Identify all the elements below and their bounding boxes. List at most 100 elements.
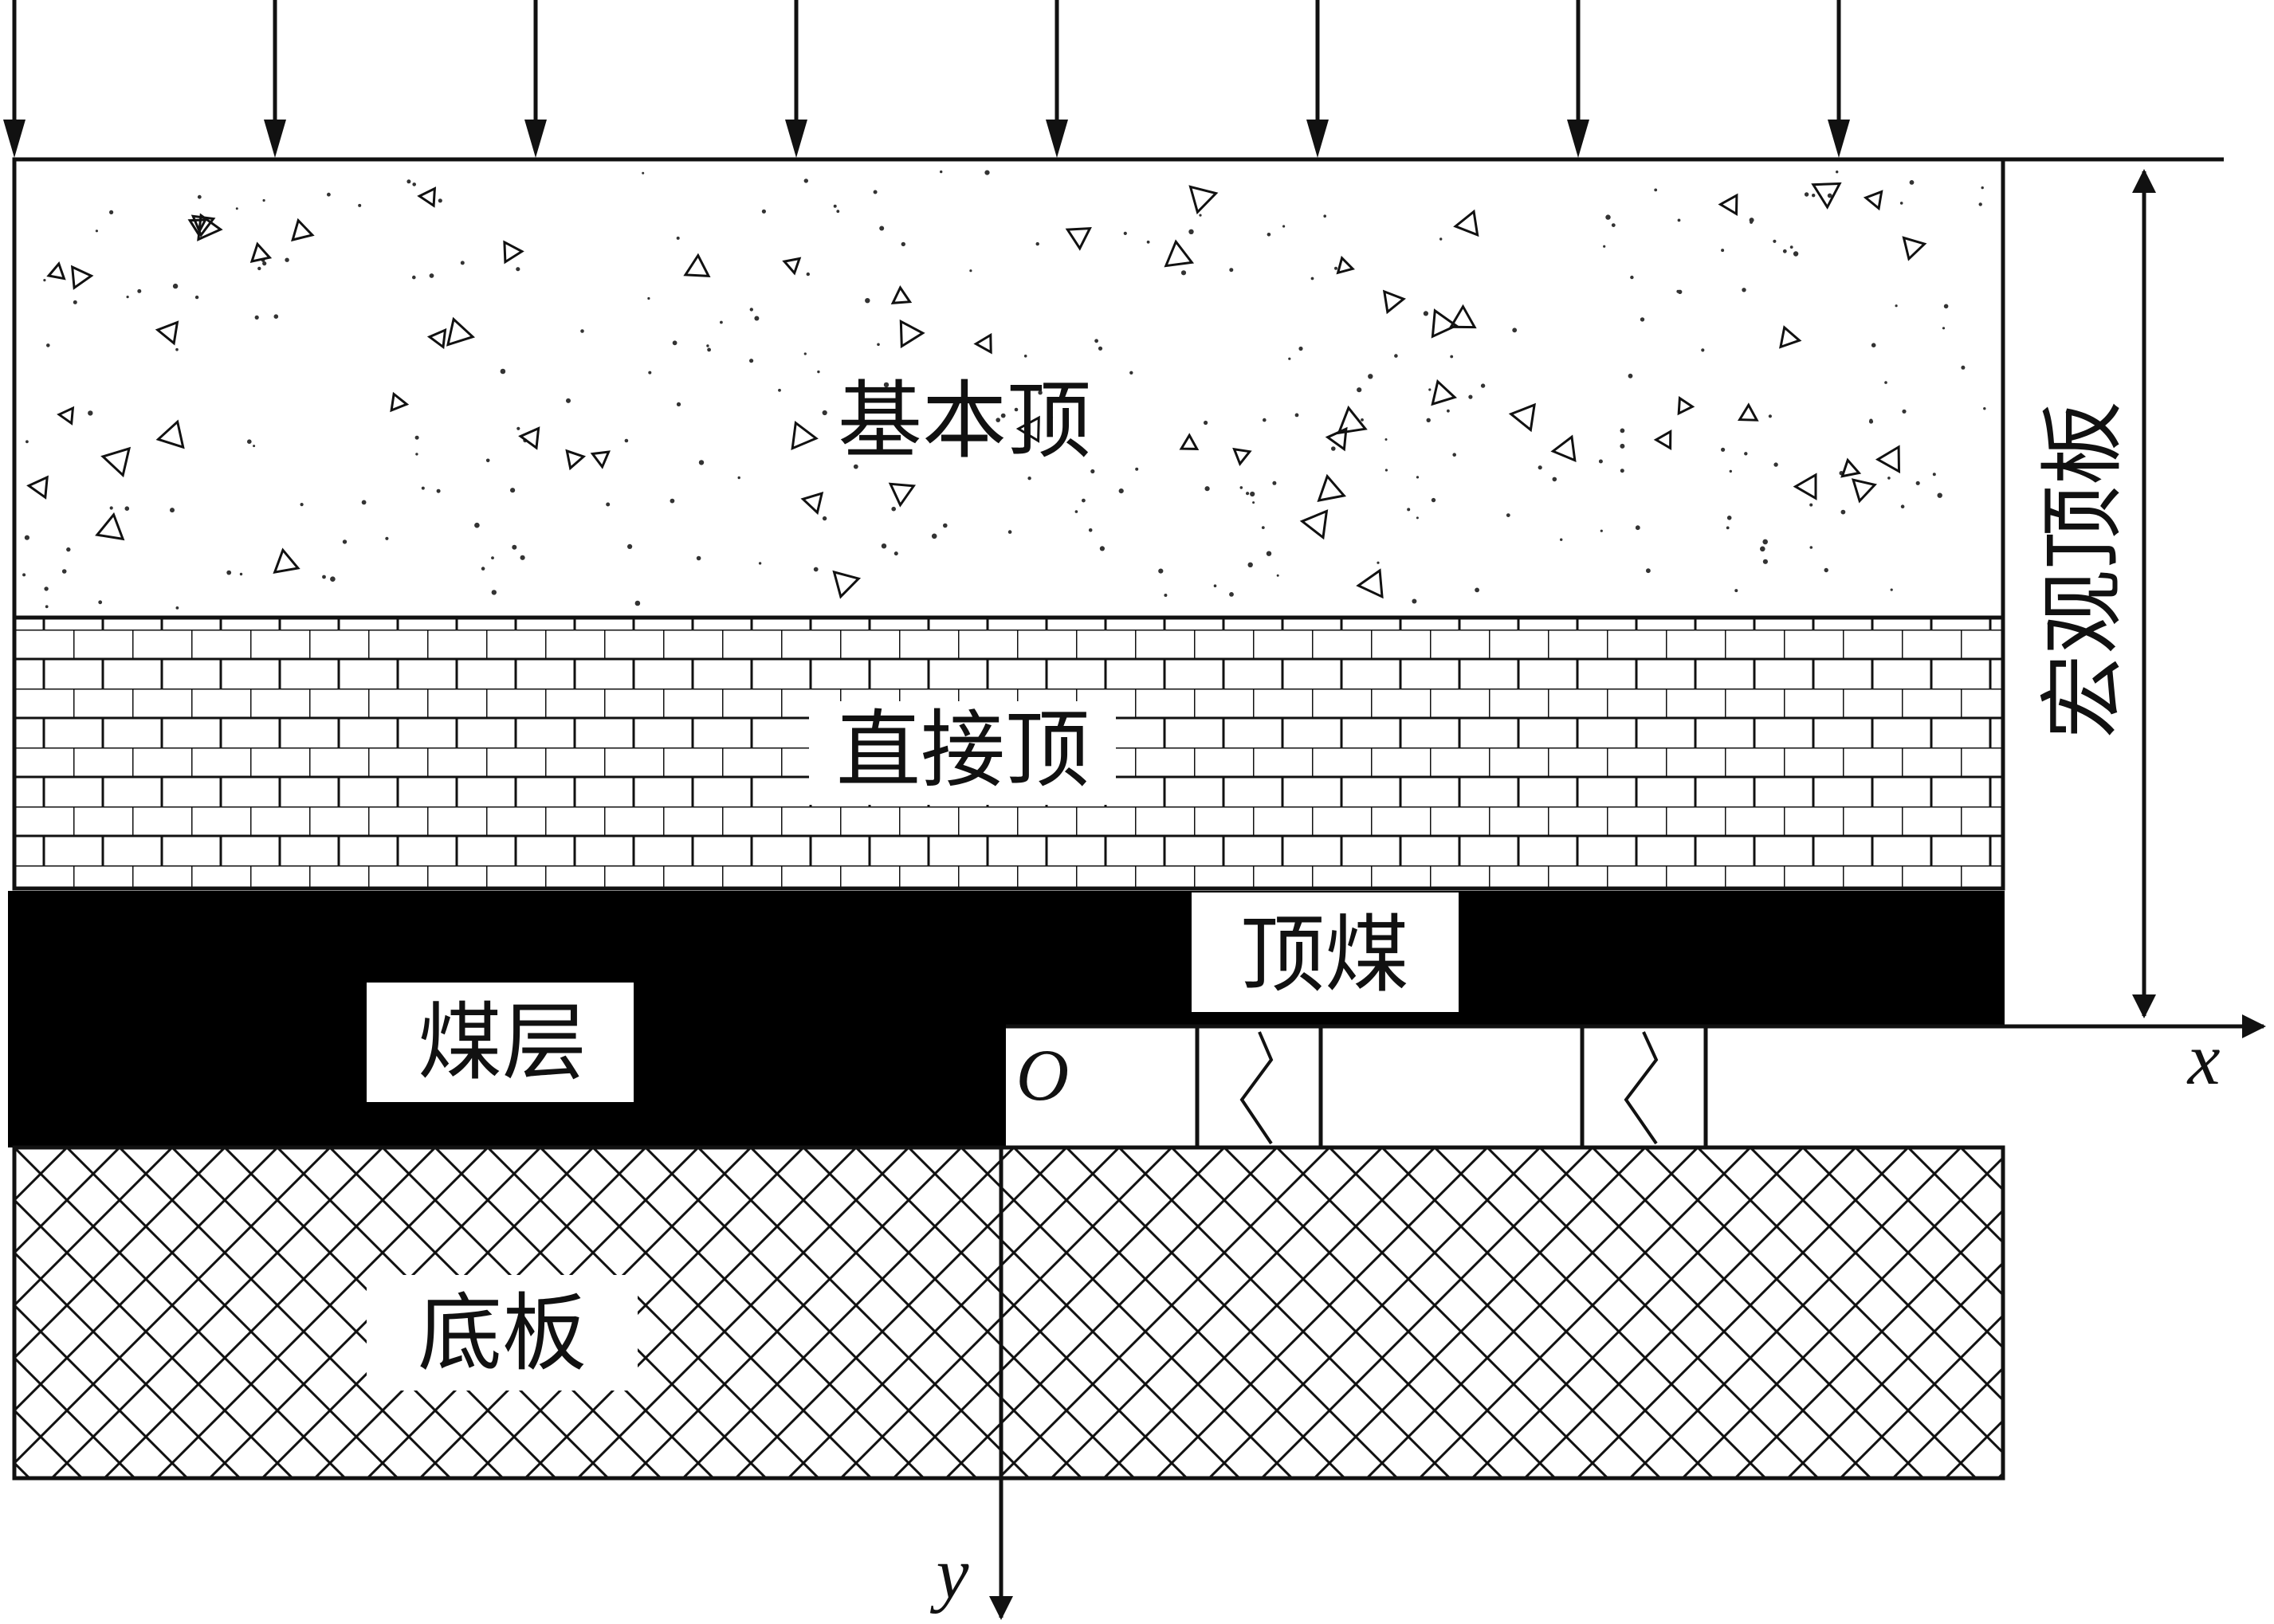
aggregate-triangle xyxy=(1550,434,1577,462)
speckle-dot xyxy=(1229,592,1234,597)
speckle-dot xyxy=(262,261,267,266)
speckle-dot xyxy=(1416,516,1419,520)
aggregate-triangle xyxy=(190,214,216,237)
speckle-dot xyxy=(438,198,442,203)
speckle-dot xyxy=(1452,453,1456,457)
speckle-dot xyxy=(512,544,517,550)
speckle-dot xyxy=(1267,233,1271,237)
speckle-dot xyxy=(1961,365,1966,370)
speckle-dot xyxy=(1412,598,1417,604)
aggregate-triangle xyxy=(1179,433,1200,450)
speckle-dot xyxy=(1158,568,1164,574)
label-immediate-roof-group: 直接顶 xyxy=(809,701,1116,805)
speckle-dot xyxy=(175,347,179,351)
speckle-dot xyxy=(754,316,760,321)
speckle-dot xyxy=(1099,546,1105,551)
aggregate-triangle xyxy=(46,261,66,280)
label-coal-seam-group: 煤层 xyxy=(367,983,634,1102)
speckle-dot xyxy=(984,170,990,175)
speckle-dot xyxy=(1760,546,1765,552)
speckle-dot xyxy=(853,464,858,469)
speckle-dot xyxy=(1027,477,1031,481)
speckle-dot xyxy=(1431,497,1436,503)
aggregate-triangle xyxy=(1317,473,1347,502)
load-arrow xyxy=(785,0,807,158)
speckle-dot xyxy=(1620,443,1625,449)
speckle-dot xyxy=(1721,249,1725,253)
speckle-dot xyxy=(1726,516,1732,520)
speckle-dot xyxy=(95,229,98,233)
speckle-dot xyxy=(1932,473,1936,477)
speckle-dot xyxy=(421,486,425,490)
speckle-dot xyxy=(520,555,525,560)
speckle-dot xyxy=(964,392,968,395)
speckle-dot xyxy=(1468,394,1473,399)
speckle-dot xyxy=(803,352,807,355)
speckle-dot xyxy=(1331,446,1336,451)
aggregate-triangle xyxy=(791,420,819,450)
load-arrow xyxy=(1567,0,1589,158)
speckle-dot xyxy=(226,570,232,575)
speckle-dot xyxy=(1394,354,1398,358)
speckle-dot xyxy=(1899,202,1903,205)
speckle-dot xyxy=(1146,240,1150,244)
speckle-dot xyxy=(1900,504,1905,508)
speckle-dot xyxy=(817,370,820,374)
speckle-dot xyxy=(940,170,943,174)
speckle-dot xyxy=(698,460,705,465)
speckle-dot xyxy=(73,300,77,304)
aggregate-triangle xyxy=(417,186,437,208)
aggregate-triangle xyxy=(1779,325,1802,349)
speckle-dot xyxy=(109,506,113,510)
speckle-dot xyxy=(676,236,680,240)
aggregate-triangle xyxy=(1793,473,1817,500)
load-arrow xyxy=(524,0,547,158)
aggregate-triangle xyxy=(590,450,611,469)
speckle-dot xyxy=(327,192,331,197)
aggregate-triangle xyxy=(26,475,49,500)
aggregate-triangle xyxy=(1232,447,1252,466)
label-top-coal: 顶煤 xyxy=(1240,906,1409,1004)
speckle-dot xyxy=(429,273,434,278)
speckle-dot xyxy=(22,573,26,577)
speckle-dot xyxy=(1902,409,1907,414)
support-prop-left xyxy=(1195,1026,1323,1147)
speckle-dot xyxy=(1204,420,1208,426)
speckle-dot xyxy=(893,419,898,425)
speckle-dot xyxy=(758,562,762,565)
speckle-dot xyxy=(737,476,740,480)
speckle-dot xyxy=(778,388,781,392)
speckle-dot xyxy=(893,551,898,556)
speckle-dot xyxy=(1229,268,1234,273)
speckle-dot xyxy=(943,523,948,528)
aggregate-triangle xyxy=(100,446,132,478)
speckle-dot xyxy=(491,590,497,595)
speckle-dot xyxy=(66,547,71,552)
speckle-dot xyxy=(1506,513,1510,517)
aggregate-triangle xyxy=(1448,304,1477,329)
speckle-dot xyxy=(1298,346,1303,351)
speckle-dot xyxy=(1098,346,1103,351)
speckle-dot xyxy=(642,171,645,175)
basic-roof-aggregate-marks xyxy=(26,182,1927,599)
speckle-dot xyxy=(1368,374,1373,379)
speckle-dot xyxy=(1678,289,1683,294)
speckle-dot xyxy=(322,575,326,579)
speckle-dot xyxy=(342,539,348,544)
speckle-dot xyxy=(1407,508,1411,512)
load-arrow xyxy=(3,0,26,158)
speckle-dot xyxy=(634,600,641,606)
speckle-dot xyxy=(1450,355,1454,359)
label-floor-group: 底板 xyxy=(367,1275,638,1391)
speckle-dot xyxy=(1809,546,1813,549)
speckle-dot xyxy=(891,506,896,512)
aggregate-triangle xyxy=(1718,193,1738,217)
label-floor: 底板 xyxy=(418,1285,587,1383)
aggregate-triangle xyxy=(1188,185,1219,215)
speckle-dot xyxy=(1049,415,1054,420)
speckle-dot xyxy=(883,382,890,388)
aggregate-triangle xyxy=(1677,396,1695,416)
speckle-dot xyxy=(1762,539,1768,545)
speckle-dot xyxy=(881,543,887,549)
speckle-dot xyxy=(485,458,490,463)
